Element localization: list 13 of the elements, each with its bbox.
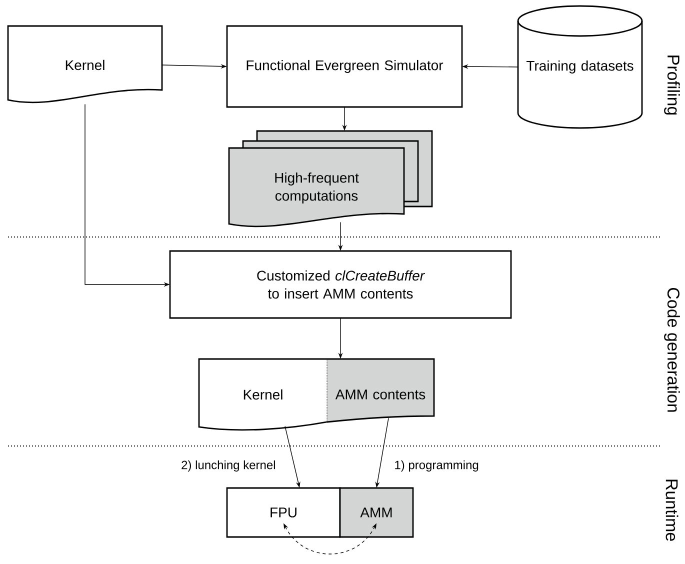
database-cylinder: Training datasets bbox=[517, 5, 643, 129]
document-part: AMM contents bbox=[326, 358, 435, 423]
process-box: Customized clCreateBuffer to insert AMM contents bbox=[169, 250, 512, 319]
section-label: Runtime bbox=[666, 480, 678, 541]
process-box: Functional Evergreen Simulator bbox=[226, 25, 463, 108]
edge-label: 1) programming bbox=[393, 459, 480, 473]
document-part: Kernel bbox=[198, 358, 328, 431]
document-stack: High-frequent computations bbox=[228, 130, 433, 228]
unit-box: FPU bbox=[226, 487, 341, 538]
section-label: Profiling bbox=[664, 56, 680, 115]
section-label: Code generation bbox=[664, 288, 680, 412]
edge-label: 2) lunching kernel bbox=[180, 459, 277, 473]
unit-box: AMM bbox=[339, 487, 414, 538]
